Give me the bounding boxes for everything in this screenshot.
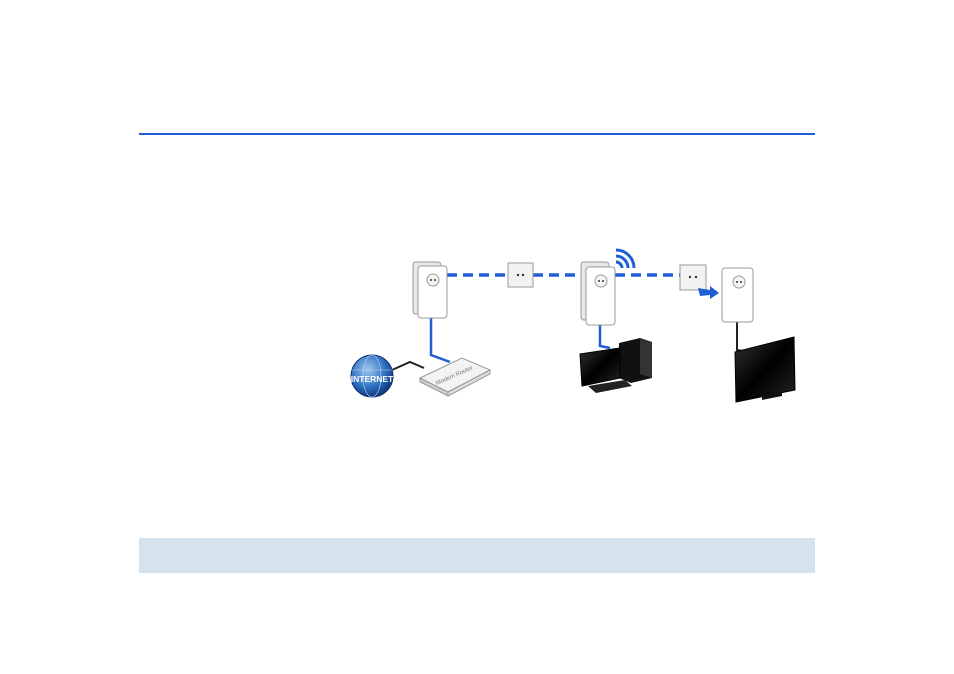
wall-socket-icon	[679, 264, 707, 291]
modem-router-icon: Modem Router	[418, 357, 492, 397]
ethernet-cable-pc	[598, 325, 611, 350]
ethernet-cable-tv	[736, 322, 749, 353]
header-rule	[139, 133, 815, 135]
internet-label: INTERNET	[351, 374, 394, 384]
television-icon	[734, 336, 796, 403]
note-box	[139, 538, 815, 573]
powerline-adapter-icon	[412, 261, 448, 319]
desktop-computer-icon	[579, 338, 652, 393]
wifi-icon	[615, 248, 636, 269]
internet-globe-icon: INTERNET	[350, 354, 394, 398]
plug-in-arrow-icon	[698, 286, 719, 299]
wall-socket-icon	[507, 262, 534, 288]
internet-cable	[391, 360, 425, 371]
ethernet-cable-router	[429, 318, 451, 364]
powerline-adapter-icon	[721, 267, 754, 323]
wifi-powerline-adapter-icon	[580, 261, 616, 326]
